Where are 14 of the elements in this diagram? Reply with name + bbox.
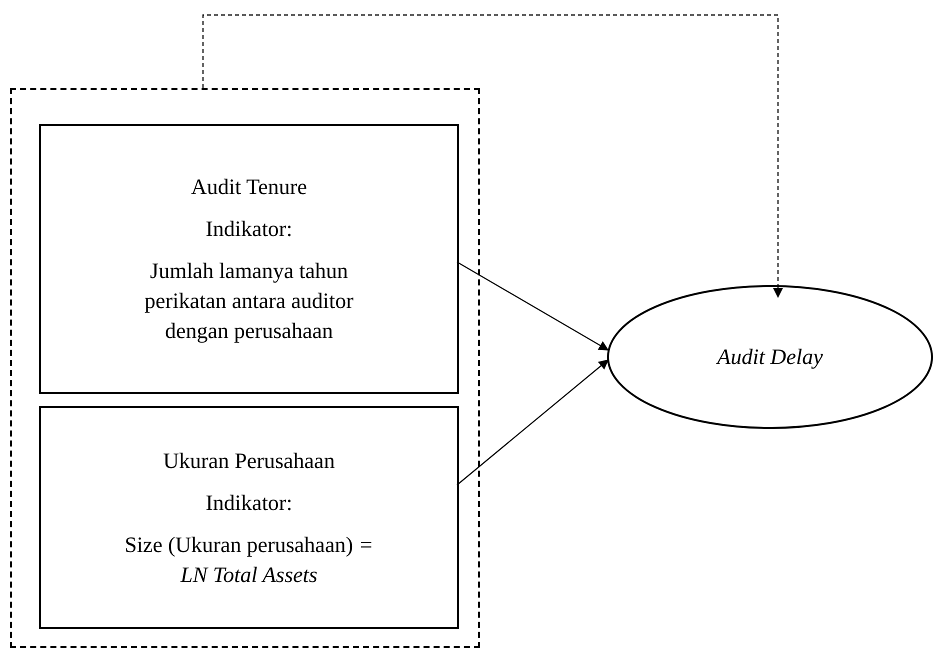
variable-box: [39, 124, 459, 394]
variable-name: Audit Delay: [717, 343, 823, 371]
arrow: [456, 359, 609, 486]
indicator-text: Indikator:: [206, 488, 292, 516]
arrow: [456, 261, 609, 351]
dashed-group-box: [10, 88, 480, 648]
variable-ellipse: [607, 285, 933, 429]
indicator-text: Jumlah lamanya tahun perikatan antara auditor dengan perusahaan: [144, 257, 354, 345]
arrow: [202, 14, 783, 298]
variable-name: Ukuran Perusahaan: [163, 446, 335, 474]
indicator-text: Size (Ukuran perusahaan) = LN Total Assets: [124, 530, 374, 588]
variable-name: Audit Tenure: [191, 173, 307, 201]
indicator-text: Indikator:: [206, 215, 292, 243]
variable-box: [39, 406, 459, 629]
